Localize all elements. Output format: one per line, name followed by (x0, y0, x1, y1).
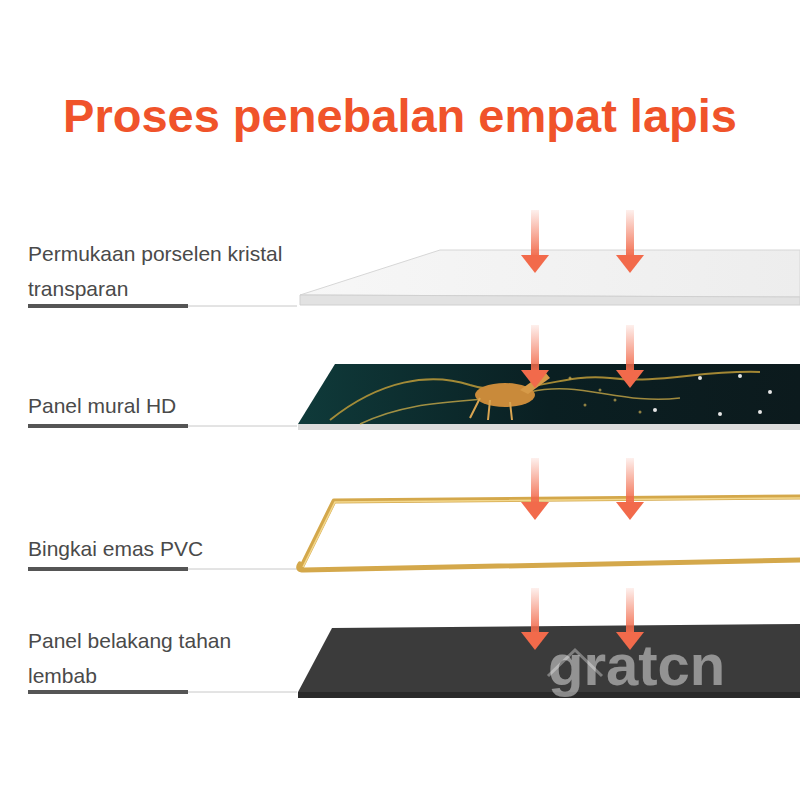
layer-label: Bingkai emas PVC (28, 531, 283, 566)
page-title: Proses penebalan empat lapis (63, 90, 737, 142)
mural-panel (298, 364, 800, 430)
press-arrows (521, 210, 644, 650)
watermark: gratcn (548, 636, 725, 694)
back-panel (298, 624, 800, 698)
gold-frame (299, 497, 800, 570)
layer-label: Panel mural HD (28, 388, 283, 423)
layer-label: Panel belakang tahan lembab (28, 623, 283, 693)
glass-layer (300, 250, 800, 305)
leader-lines (28, 304, 297, 694)
layer-label: Permukaan porselen kristal transparan (28, 236, 283, 306)
